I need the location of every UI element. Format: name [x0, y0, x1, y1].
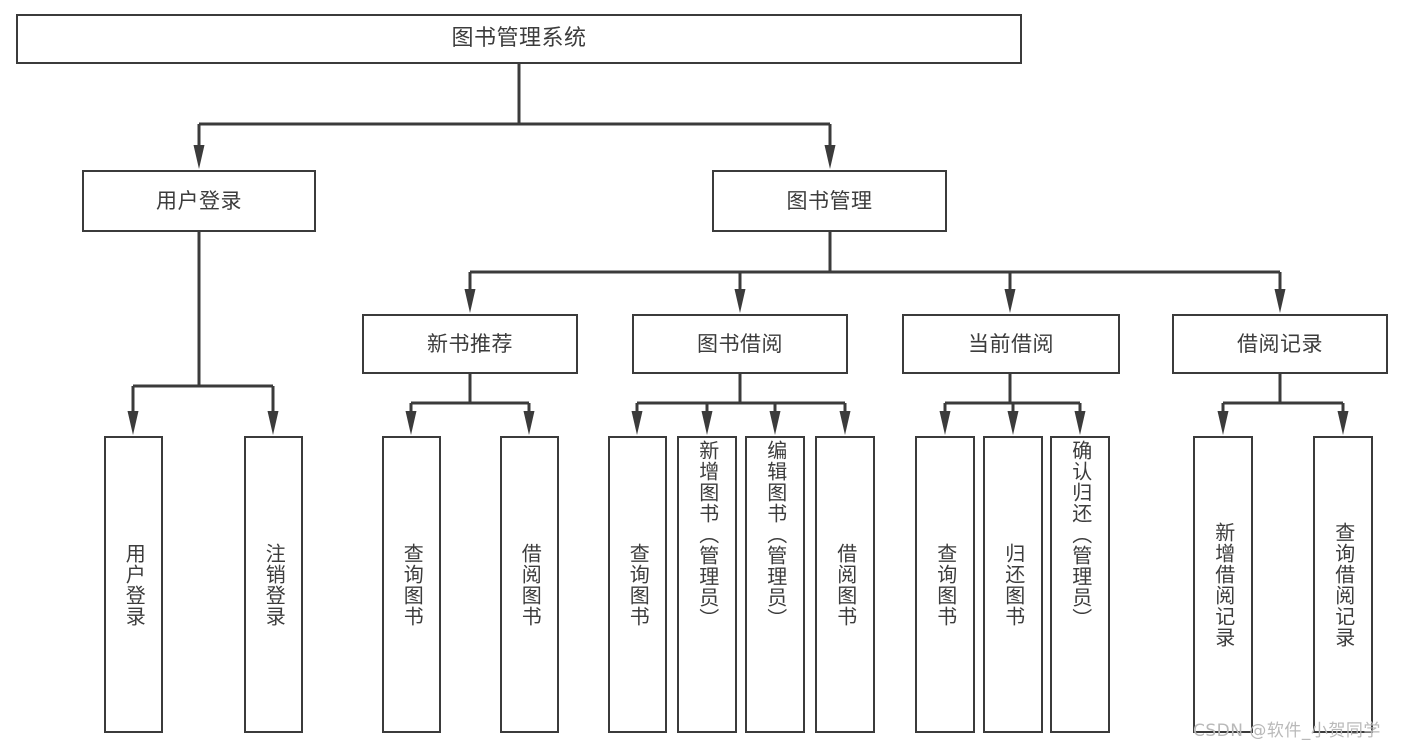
leaf-query-book-recommend[interactable]: 查询图书 [382, 436, 441, 733]
node-label: 图书管理 [786, 188, 873, 213]
node-label: 编辑图书（管理员） [763, 440, 788, 629]
leaf-return-book[interactable]: 归还图书 [983, 436, 1043, 733]
node-label: 借阅记录 [1237, 331, 1323, 356]
node-label: 查询借阅记录 [1331, 521, 1356, 648]
node-current-borrow[interactable]: 当前借阅 [902, 314, 1120, 374]
leaf-confirm-return[interactable]: 确认归还（管理员） [1050, 436, 1110, 733]
node-label: 图书管理系统 [451, 26, 587, 52]
node-label: 查询图书 [400, 542, 425, 627]
node-label: 当前借阅 [968, 331, 1054, 356]
node-label: 图书借阅 [697, 331, 783, 356]
node-label: 确认归还（管理员） [1068, 440, 1093, 629]
node-label: 用户登录 [156, 188, 242, 213]
node-label: 新增图书（管理员） [695, 440, 720, 629]
node-label: 归还图书 [1001, 542, 1026, 627]
leaf-user-login[interactable]: 用户登录 [104, 436, 163, 733]
node-label: 查询图书 [626, 542, 651, 627]
leaf-borrow-book-recommend[interactable]: 借阅图书 [500, 436, 559, 733]
node-book-borrow[interactable]: 图书借阅 [632, 314, 848, 374]
csdn-watermark: CSDN @软件_小贺同学 [1193, 721, 1381, 741]
leaf-query-book-borrow[interactable]: 查询图书 [608, 436, 667, 733]
leaf-add-borrow-record[interactable]: 新增借阅记录 [1193, 436, 1253, 733]
leaf-query-borrow-record[interactable]: 查询借阅记录 [1313, 436, 1373, 733]
node-label: 新增借阅记录 [1211, 521, 1236, 648]
node-book-manage[interactable]: 图书管理 [712, 170, 947, 232]
node-root-system[interactable]: 图书管理系统 [16, 14, 1022, 64]
leaf-user-logout[interactable]: 注销登录 [244, 436, 303, 733]
leaf-edit-book[interactable]: 编辑图书（管理员） [745, 436, 805, 733]
node-label: 用户登录 [122, 542, 147, 627]
node-label: 新书推荐 [427, 331, 513, 356]
node-label: 查询图书 [933, 542, 958, 627]
leaf-add-book[interactable]: 新增图书（管理员） [677, 436, 737, 733]
node-new-book-recommend[interactable]: 新书推荐 [362, 314, 578, 374]
node-user-login[interactable]: 用户登录 [82, 170, 316, 232]
node-label: 借阅图书 [833, 542, 858, 627]
leaf-query-book-current[interactable]: 查询图书 [915, 436, 975, 733]
node-label: 借阅图书 [518, 542, 543, 627]
node-label: 注销登录 [262, 542, 287, 627]
node-borrow-record[interactable]: 借阅记录 [1172, 314, 1388, 374]
leaf-borrow-book[interactable]: 借阅图书 [815, 436, 875, 733]
